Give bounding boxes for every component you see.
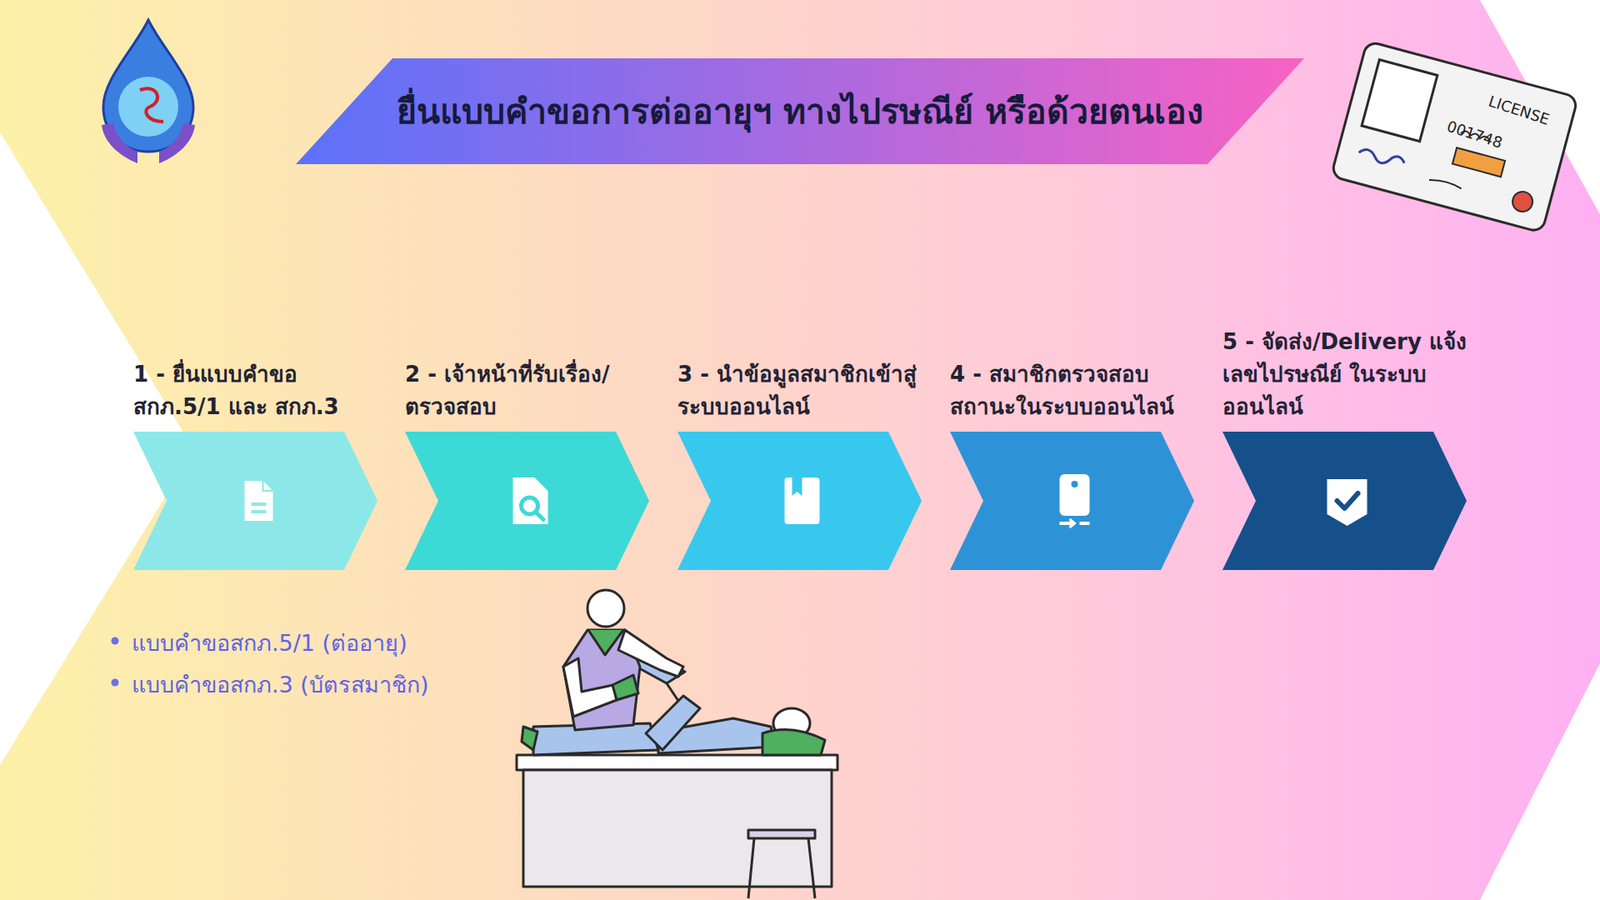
license-card [1330, 40, 1579, 233]
chevron-shape [405, 431, 650, 570]
logo [101, 20, 195, 164]
chevron-shape [950, 431, 1195, 570]
step-chevron [677, 431, 922, 570]
step-label: 3 - นำข้อมูลสมาชิกเข้าสู่ ระบบออนไลน์ [677, 358, 928, 424]
step-icon [785, 477, 820, 525]
step-label: 4 - สมาชิกตรวจสอบ สถานะในระบบออนไลน์ [950, 358, 1200, 424]
physio-illustration [516, 590, 838, 899]
chevron-shape [677, 431, 922, 570]
step-chevron [1222, 431, 1467, 570]
title-text: ยื่นแบบคำขอการต่ออายุฯ ทางไปรษณีย์ หรือด… [333, 58, 1267, 165]
step-icon [513, 477, 549, 525]
step-icon [1060, 474, 1090, 528]
step-chevron [950, 431, 1195, 570]
chevron-shape [133, 431, 378, 570]
process-step: 4 - สมาชิกตรวจสอบ สถานะในระบบออนไลน์ [950, 358, 1200, 570]
step-icon [245, 480, 274, 521]
process-step: 1 - ยื่นแบบคำขอ สกภ.5/1 และ สกภ.3 [133, 358, 384, 570]
title-banner [295, 58, 1305, 165]
step-chevron [405, 431, 650, 570]
bullet-text: แบบคำขอสกภ.5/1 (ต่ออายุ) [131, 625, 408, 661]
step-label: 5 - จัดส่ง/Delivery แจ้งเลขไปรษณีย์ ในระ… [1222, 325, 1473, 424]
step-icon [1327, 479, 1368, 526]
step-chevron [133, 431, 378, 570]
process-step: 5 - จัดส่ง/Delivery แจ้งเลขไปรษณีย์ ในระ… [1222, 325, 1473, 570]
process-step: 2 - เจ้าหน้าที่รับเรื่อง/ ตรวจสอบ [405, 358, 655, 570]
chevron-shape [1222, 431, 1467, 570]
step-label: 2 - เจ้าหน้าที่รับเรื่อง/ ตรวจสอบ [405, 358, 655, 424]
process-step: 3 - นำข้อมูลสมาชิกเข้าสู่ ระบบออนไลน์ [677, 358, 928, 570]
bullet-text: แบบคำขอสกภ.3 (บัตรสมาชิก) [131, 666, 429, 703]
step-label: 1 - ยื่นแบบคำขอ สกภ.5/1 และ สกภ.3 [133, 358, 384, 424]
bullet-dot [111, 679, 120, 687]
bullet-dot [111, 637, 120, 645]
